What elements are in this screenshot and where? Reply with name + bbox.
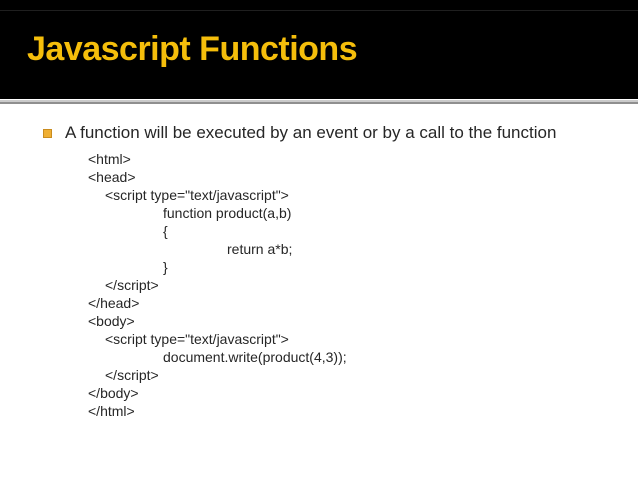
code-line: }	[163, 259, 168, 275]
code-line: {	[163, 223, 168, 239]
bullet-square-icon	[43, 128, 52, 138]
header-divider	[0, 99, 638, 104]
code-line: </body>	[88, 385, 139, 401]
divider-gap	[0, 99, 638, 100]
bullet-text: A function will be executed by an event …	[65, 123, 557, 142]
code-block: <html> <head> <script type="text/javascrip…	[0, 150, 638, 420]
code-line: </script>	[105, 277, 159, 293]
code-line: </html>	[88, 403, 135, 419]
code-line: return a*b;	[227, 241, 293, 257]
code-line: <script type="text/javascript">	[105, 187, 289, 203]
title-bar: Javascript Functions	[0, 0, 638, 99]
slide-body: A function will be executed by an event …	[0, 104, 638, 420]
code-line: function product(a,b)	[163, 205, 292, 221]
slide-title: Javascript Functions	[27, 30, 358, 68]
code-line: <script type="text/javascript">	[105, 331, 289, 347]
code-line: <html>	[88, 151, 131, 167]
code-line: <head>	[88, 169, 136, 185]
code-line: </head>	[88, 295, 140, 311]
code-line: </script>	[105, 367, 159, 383]
divider-line-light	[0, 100, 638, 102]
code-line: <body>	[88, 313, 135, 329]
pinstripe-line	[0, 10, 638, 11]
bullet-item: A function will be executed by an event …	[0, 121, 638, 145]
divider-line-dark	[0, 102, 638, 104]
code-line: document.write(product(4,3));	[163, 349, 347, 365]
